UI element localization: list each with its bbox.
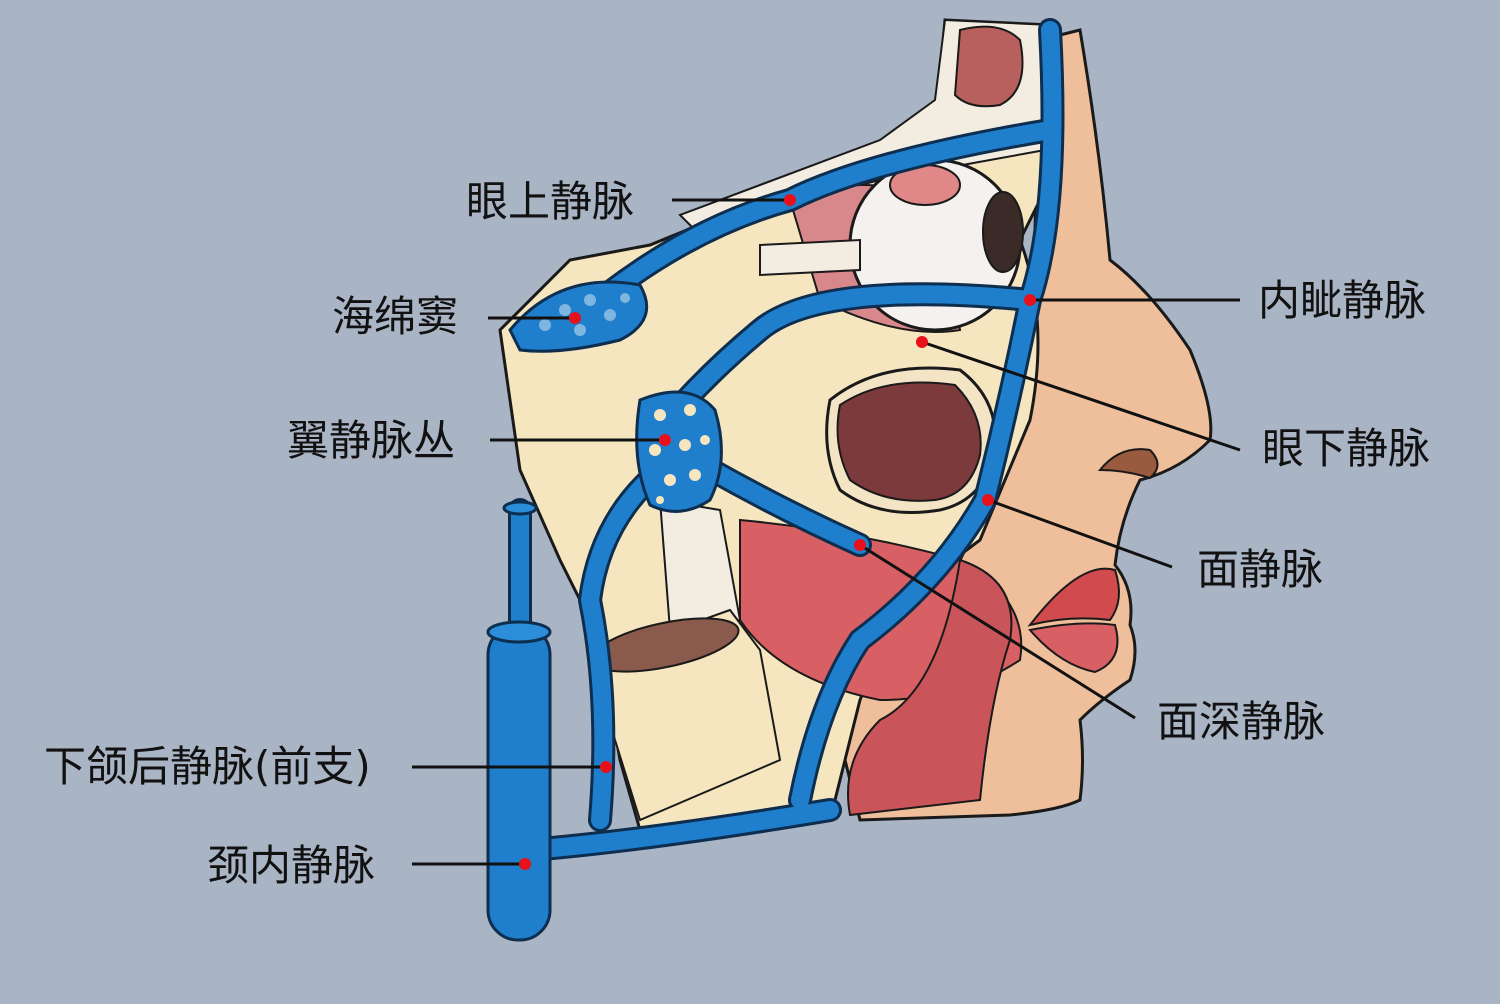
label-retromandibular-vein: 下颌后静脉(前支) [44, 742, 371, 791]
marker-superior-ophthalmic [784, 194, 796, 206]
lower-lip [1028, 622, 1119, 674]
jugular-top [486, 620, 552, 644]
leader-deep-facial [859, 543, 1136, 720]
label-internal-jugular-vein: 颈内静脉 [207, 841, 376, 890]
upper-lip [1027, 567, 1120, 627]
pterygoid-plexus-shape [635, 390, 723, 513]
orbicularis-muscle [847, 558, 1013, 817]
leader-lines [412, 198, 1241, 866]
marker-facial [982, 494, 994, 506]
nostril [1097, 448, 1159, 480]
optic-nerve [759, 238, 861, 277]
retromandibular-top [502, 500, 538, 516]
marker-internal-jugular [519, 858, 531, 870]
label-pterygoid-plexus: 翼静脉丛 [287, 416, 456, 465]
label-inferior-ophthalmic-vein: 眼下静脉 [1262, 424, 1431, 473]
label-cavernous-sinus: 海绵窦 [332, 292, 459, 341]
marker-cavernous-sinus [569, 312, 581, 324]
marker-pterygoid-plexus [659, 434, 671, 446]
leader-facial [987, 498, 1173, 569]
label-deep-facial-vein: 面深静脉 [1157, 697, 1326, 746]
cavernous-sinus-holes [539, 293, 630, 336]
marker-angular [1024, 294, 1036, 306]
marker-inferior-ophthalmic [916, 336, 928, 348]
pterygoid-plexus-holes [649, 404, 710, 504]
iris [982, 191, 1024, 273]
internal-jugular-vessel [486, 623, 552, 942]
marker-deep-facial [854, 539, 866, 551]
frontal-sinus [953, 25, 1024, 108]
label-superior-ophthalmic-vein: 眼上静脉 [466, 177, 635, 226]
marker-retromandibular [600, 761, 612, 773]
maxillary-sinus [836, 381, 982, 502]
leader-inferior-ophthalmic [921, 340, 1241, 452]
marker-dots [519, 194, 1036, 870]
label-facial-vein: 面静脉 [1197, 545, 1324, 594]
label-angular-vein: 内眦静脉 [1258, 276, 1427, 325]
